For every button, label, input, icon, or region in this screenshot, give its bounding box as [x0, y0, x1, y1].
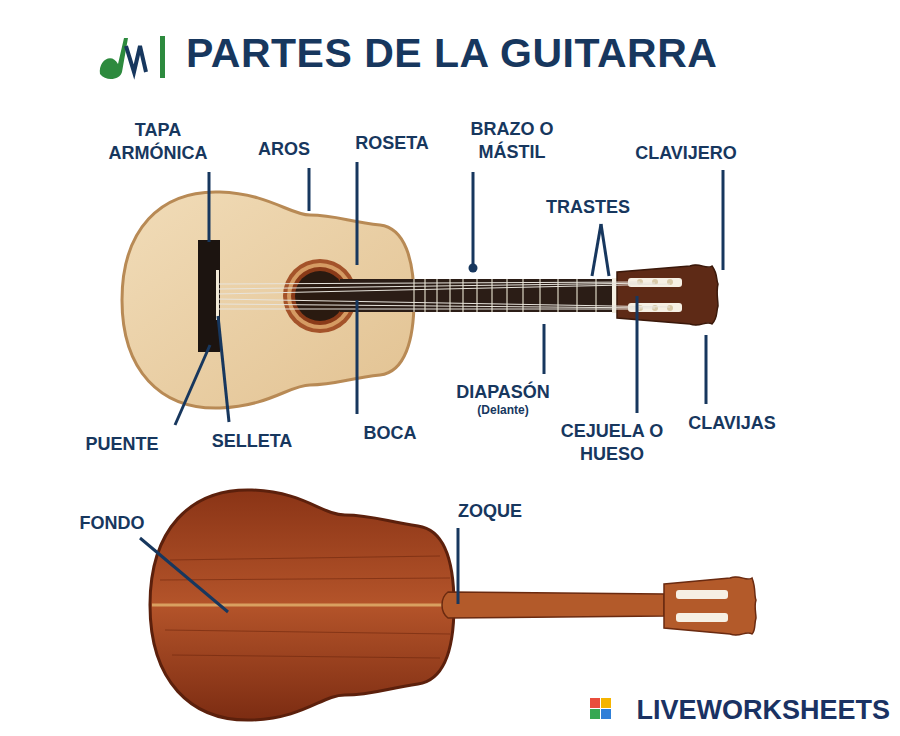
part-label: CEJUELA O HUESO — [554, 420, 670, 465]
logo — [100, 36, 165, 79]
part-label: BRAZO O MÁSTIL — [462, 118, 562, 163]
part-label: DIAPASÓN — [443, 381, 563, 404]
liveworksheets-logo — [590, 698, 611, 719]
bridge — [198, 240, 220, 352]
part-label: TAPA ARMÓNICA — [98, 119, 218, 164]
part-label: (Delante) — [453, 403, 553, 418]
center-strip — [152, 604, 452, 607]
leader-lines — [140, 162, 723, 612]
part-label: CLAVIJERO — [621, 142, 751, 165]
headstock — [617, 265, 718, 325]
part-label: SELLETA — [202, 430, 302, 453]
part-label: FONDO — [67, 512, 157, 535]
part-label: BOCA — [350, 422, 430, 445]
part-label: TRASTES — [533, 196, 643, 219]
guitar-back-body — [150, 490, 454, 720]
title: PARTES DE LA GUITARRA — [186, 30, 717, 77]
part-label: PUENTE — [72, 433, 172, 456]
back-headstock — [664, 577, 756, 635]
strings — [218, 282, 670, 309]
saddle — [216, 270, 219, 320]
back-neck — [442, 592, 664, 618]
part-label: ZOQUE — [445, 500, 535, 523]
sound-hole — [295, 271, 345, 321]
watermark: LIVEWORKSHEETS — [636, 694, 890, 728]
part-label: CLAVIJAS — [677, 412, 787, 435]
part-label: ROSETA — [342, 132, 442, 155]
part-label: AROS — [244, 138, 324, 161]
